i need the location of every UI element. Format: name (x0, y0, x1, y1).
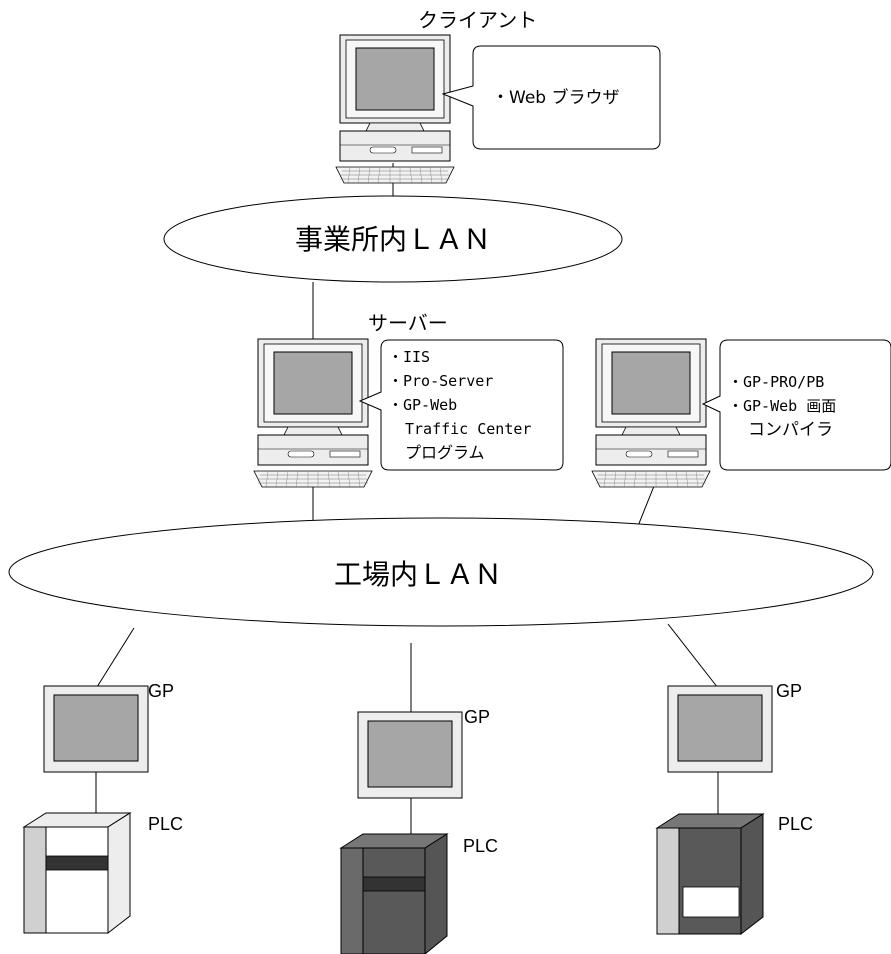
plc-label: PLC (148, 814, 183, 834)
office-lan-label: 事業所内ＬＡＮ (295, 223, 491, 256)
client-callout: ・Web ブラウザ (441, 45, 661, 150)
dev-pc-callout-line: ・GP-PRO/PB (728, 373, 824, 391)
dev-pc-callout-line: コンパイラ (748, 420, 833, 440)
server-callout-line: ・GP-Web (388, 396, 457, 414)
plc-label: PLC (463, 836, 498, 856)
plc-light-icon (22, 812, 132, 935)
dev-pc-callout-line: ・GP-Web 画面 (728, 397, 836, 415)
client-pc-icon (335, 34, 455, 184)
server-callout-line: ・Pro-Server (388, 372, 493, 390)
server-callout-line: プログラム (405, 443, 485, 462)
gp-terminal-icon (667, 685, 773, 773)
server-callout-line: Traffic Center (405, 420, 531, 438)
client-title: クライアント (418, 8, 537, 32)
gp-label: GP (464, 707, 490, 727)
factory-lan-label: 工場内ＬＡＮ (334, 558, 502, 591)
gp-terminal-icon (43, 685, 149, 773)
gp-label: GP (148, 681, 174, 701)
dev-pc-callout: ・GP-PRO/PB ・GP-Web 画面 コンパイラ (701, 339, 891, 471)
server-callout: ・IIS ・Pro-Server ・GP-Web Traffic Center … (358, 339, 564, 471)
gp-label: GP (776, 681, 802, 701)
dev-pc-icon (591, 338, 711, 488)
server-callout-line: ・IIS (388, 348, 430, 366)
server-title: サーバー (368, 311, 448, 335)
server-pc-icon (253, 338, 373, 488)
client-callout-line: ・Web ブラウザ (492, 87, 619, 108)
plc-dark-icon (339, 833, 449, 954)
plc-label: PLC (778, 814, 813, 834)
factory-lan: 工場内ＬＡＮ (8, 517, 874, 627)
office-lan: 事業所内ＬＡＮ (163, 195, 623, 283)
gp-terminal-icon (357, 711, 463, 799)
plc-dark-white-panel-icon (655, 813, 765, 936)
